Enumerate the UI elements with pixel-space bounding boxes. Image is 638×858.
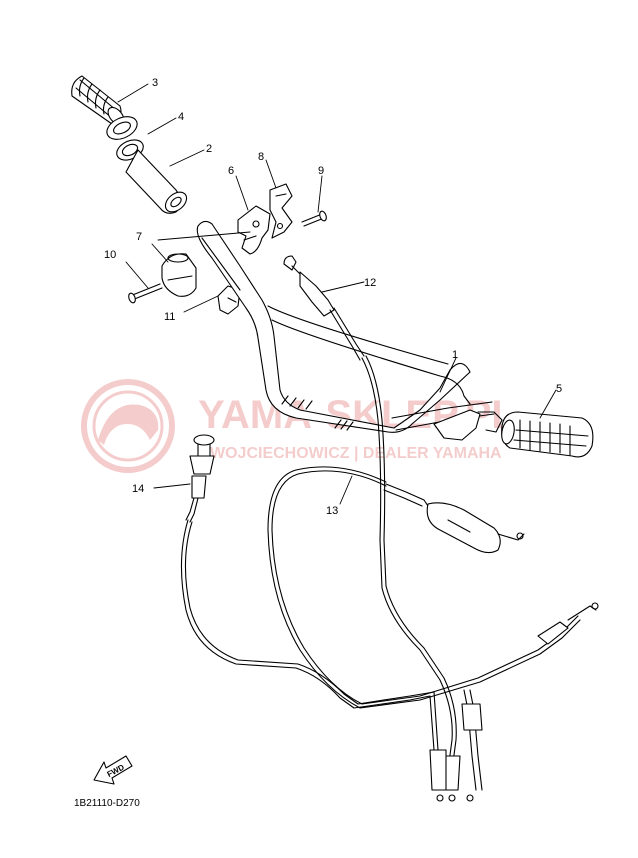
callout-leaders xyxy=(117,83,557,505)
callout-7: 7 xyxy=(136,231,142,243)
callout-labels: 3 4 2 6 8 9 7 10 11 12 1 5 13 14 xyxy=(104,77,562,517)
callout-12: 12 xyxy=(364,277,376,289)
callout-4: 4 xyxy=(178,111,184,123)
part-throttle-tube xyxy=(125,149,188,214)
part-bolt-10 xyxy=(128,283,163,304)
callout-13: 13 xyxy=(326,505,338,517)
part-cable-bracket xyxy=(269,183,293,239)
callout-8: 8 xyxy=(258,151,264,163)
callout-10: 10 xyxy=(104,249,116,261)
watermark-logo-icon xyxy=(81,379,175,473)
callout-6: 6 xyxy=(228,165,234,177)
part-handlebar xyxy=(196,220,495,433)
part-right-grip xyxy=(501,411,594,458)
part-holder-11 xyxy=(217,285,241,315)
diagram-code: 1B21110-D270 xyxy=(74,798,140,809)
part-decompression-cable xyxy=(180,434,483,802)
part-screw-9 xyxy=(301,210,327,227)
part-clutch-cable xyxy=(267,466,599,709)
part-lever-perch xyxy=(433,409,503,441)
part-clamp-half xyxy=(161,253,197,297)
part-throttle-cable xyxy=(283,255,461,802)
part-throttle-housing xyxy=(237,205,271,255)
callout-1: 1 xyxy=(452,349,458,361)
callout-11: 11 xyxy=(164,311,175,323)
callout-3: 3 xyxy=(152,77,158,89)
callout-14: 14 xyxy=(132,483,144,495)
callout-5: 5 xyxy=(556,383,562,395)
callout-2: 2 xyxy=(206,143,212,155)
watermark-sub: WOJCIECHOWICZ | DEALER YAMAHA xyxy=(210,445,502,462)
fwd-arrow-icon: FWD xyxy=(93,755,133,785)
callout-9: 9 xyxy=(318,165,324,177)
